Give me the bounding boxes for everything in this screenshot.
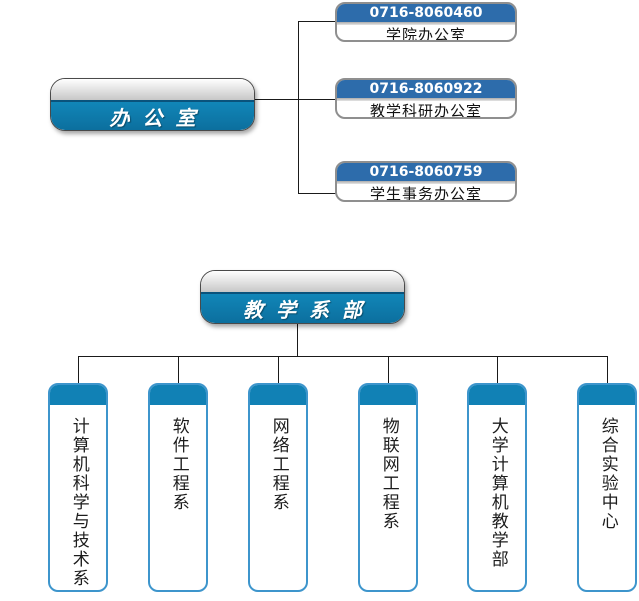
node-dept-comprehensive-experiment-center: 综合实验中心 <box>577 383 637 592</box>
connector-drop-1 <box>78 356 79 383</box>
node-gloss-highlight <box>201 271 404 292</box>
node-teaching-research-office: 0716-8060922 教学科研办公室 <box>335 78 517 119</box>
phone-number-bar: 0716-8060460 <box>337 4 515 22</box>
dept-cap <box>250 385 306 405</box>
connector-drop-5 <box>497 356 498 383</box>
node-teaching-root-body: 教学系部 <box>201 292 404 323</box>
dept-cap <box>50 385 106 405</box>
node-office-root-body: 办公室 <box>51 100 254 130</box>
connector-office-to-trunk <box>253 99 336 100</box>
node-dept-university-computer-teaching: 大学计算机教学部 <box>467 383 527 592</box>
dept-cap <box>469 385 525 405</box>
dept-label: 软件工程系 <box>168 417 189 512</box>
dept-cap <box>579 385 635 405</box>
connector-branch-3 <box>298 193 336 194</box>
dept-label: 计算机科学与技术系 <box>68 417 89 588</box>
node-college-office: 0716-8060460 学院办公室 <box>335 2 517 42</box>
node-teaching-root: 教学系部 <box>200 270 405 324</box>
dept-label: 网络工程系 <box>268 417 289 512</box>
connector-drop-3 <box>278 356 279 383</box>
bar-separator <box>337 98 515 101</box>
phone-number-bar: 0716-8060759 <box>337 163 515 181</box>
connector-branch-1 <box>298 21 336 22</box>
node-dept-software-engineering: 软件工程系 <box>148 383 208 592</box>
dept-label: 物联网工程系 <box>378 417 399 531</box>
dept-cap <box>150 385 206 405</box>
bar-separator <box>337 181 515 184</box>
connector-dept-trunk <box>297 322 298 356</box>
connector-trunk-top <box>298 21 299 194</box>
connector-drop-2 <box>178 356 179 383</box>
node-teaching-root-label: 教学系部 <box>243 298 375 322</box>
dept-label: 大学计算机教学部 <box>487 417 508 569</box>
office-name: 学院办公室 <box>385 26 466 42</box>
dept-label: 综合实验中心 <box>597 417 618 531</box>
node-label: 学院办公室 <box>337 25 515 42</box>
node-label: 教学科研办公室 <box>337 101 515 119</box>
office-name: 学生事务办公室 <box>369 185 482 202</box>
dept-cap <box>360 385 416 405</box>
phone-number: 0716-8060460 <box>369 5 483 21</box>
bar-separator <box>337 22 515 25</box>
phone-number: 0716-8060922 <box>369 81 483 97</box>
node-student-affairs-office: 0716-8060759 学生事务办公室 <box>335 161 517 202</box>
phone-number-bar: 0716-8060922 <box>337 80 515 98</box>
node-dept-computer-science: 计算机科学与技术系 <box>48 383 108 592</box>
node-label: 学生事务办公室 <box>337 184 515 202</box>
node-office-root: 办公室 <box>50 78 255 131</box>
office-name: 教学科研办公室 <box>369 102 482 119</box>
connector-drop-4 <box>388 356 389 383</box>
node-dept-iot-engineering: 物联网工程系 <box>358 383 418 592</box>
phone-number: 0716-8060759 <box>369 164 483 180</box>
node-gloss-highlight <box>51 79 254 100</box>
connector-drop-6 <box>607 356 608 383</box>
node-dept-network-engineering: 网络工程系 <box>248 383 308 592</box>
node-office-root-label: 办公室 <box>109 105 209 130</box>
connector-dept-bus <box>78 356 607 357</box>
